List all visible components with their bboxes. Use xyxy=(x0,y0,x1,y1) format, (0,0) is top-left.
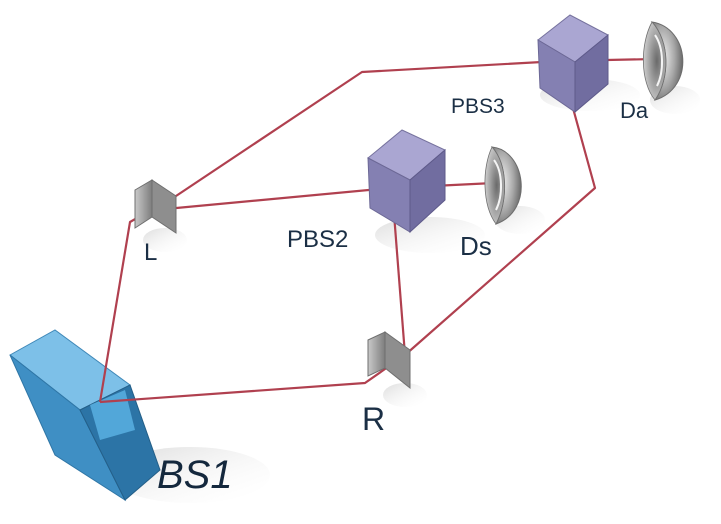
bs1-beam-splitter xyxy=(9,329,161,502)
label-pbs3: PBS3 xyxy=(451,95,505,118)
mirror-r xyxy=(367,331,411,390)
label-mirror-l: L xyxy=(144,239,157,266)
component-labels: BS1 PBS2 PBS3 Ds Da L R xyxy=(144,95,649,497)
label-bs1: BS1 xyxy=(157,453,233,497)
label-da: Da xyxy=(620,98,649,123)
da-detector xyxy=(642,21,684,101)
label-ds: Ds xyxy=(460,231,492,261)
beam-bs1-to-r xyxy=(99,354,406,404)
beam-l-to-pbs3 xyxy=(154,59,561,211)
mirror-l xyxy=(134,179,177,234)
label-pbs2: PBS2 xyxy=(287,226,348,253)
pbs2-polarizing-beam-splitter xyxy=(367,129,446,234)
ds-detector xyxy=(484,146,522,225)
beam-l-to-pbs2 xyxy=(154,186,391,212)
label-mirror-r: R xyxy=(362,401,385,437)
pbs3-polarizing-beam-splitter xyxy=(537,14,609,114)
